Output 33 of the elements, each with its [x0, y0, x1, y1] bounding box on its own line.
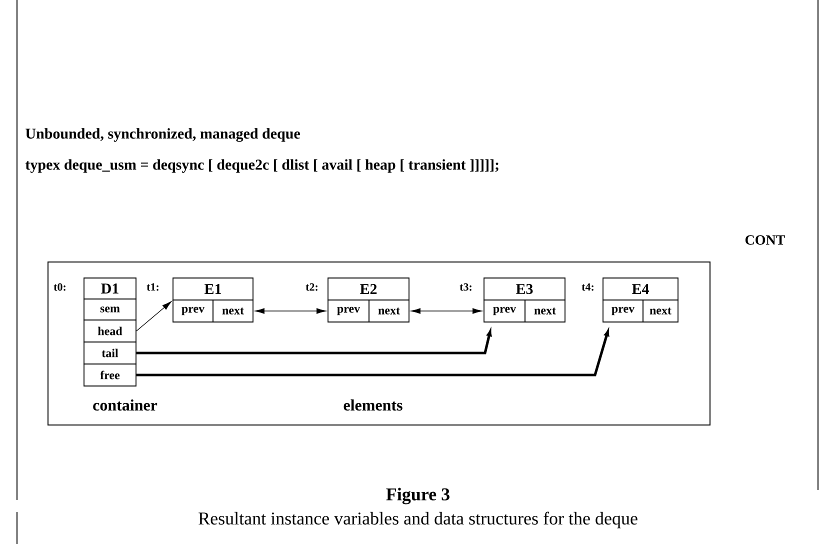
record-cell: E1 [172, 278, 254, 300]
arrow [255, 308, 326, 314]
record-cell: head [84, 320, 136, 342]
address-label: t4: [582, 283, 594, 291]
label: container [93, 399, 158, 411]
arrow [136, 301, 172, 332]
title: Unbounded, synchronized, managed deque [26, 128, 300, 142]
record-cell: prev [602, 300, 644, 322]
record-cell: next [642, 300, 678, 322]
address-label: t1: [146, 283, 158, 291]
type-definition: typex deque_usm = deqsync [ deque2c [ dlist [ avail [ heap [ transient ]]]]]; [25, 159, 498, 173]
record-cell: next [368, 300, 410, 322]
record-cell: tail [84, 342, 136, 364]
record-cell: prev [172, 300, 214, 322]
container-frame [48, 262, 710, 426]
record-cell: next [212, 300, 254, 322]
record-cell: D1 [84, 278, 136, 300]
figure-number: Figure 3 [386, 488, 450, 504]
record-cell: next [524, 300, 566, 322]
record-cell: free [84, 364, 136, 386]
record-cell: prev [484, 300, 526, 322]
address-label: t2: [306, 283, 318, 291]
label: elements [344, 399, 402, 411]
record-cell: E4 [602, 278, 678, 300]
record-cell: sem [84, 298, 136, 320]
caption: Resultant instance variables and data structures for the deque [198, 512, 638, 528]
record-cell: E3 [484, 278, 566, 300]
address-label: t0: [54, 283, 66, 291]
address-label: t3: [460, 283, 472, 291]
record-cell: prev [328, 300, 370, 322]
label: CONT [745, 235, 786, 245]
arrow [411, 308, 482, 314]
record-cell: E2 [328, 278, 410, 300]
